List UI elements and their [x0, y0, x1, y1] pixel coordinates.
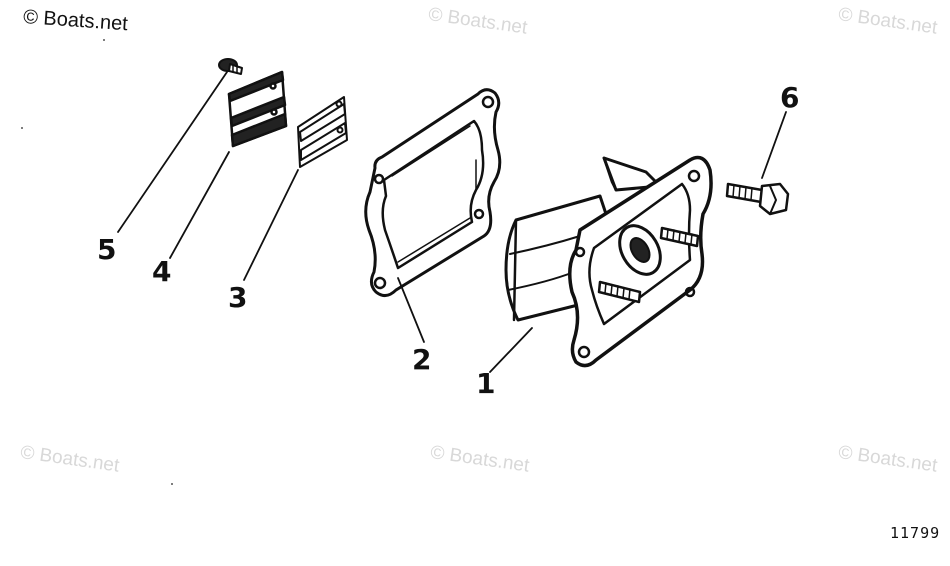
callout-3: 3	[228, 281, 248, 314]
callout-1: 1	[476, 367, 496, 400]
callout-5: 5	[97, 233, 117, 266]
drawing-number: 11799	[890, 524, 941, 542]
part-3-reed	[297, 96, 348, 168]
part-4-plate	[227, 70, 288, 148]
part-6-bolt	[725, 182, 790, 216]
callout-4: 4	[152, 255, 172, 288]
callout-2: 2	[412, 343, 432, 376]
leader-lines	[117, 71, 787, 373]
part-5-screw	[218, 58, 243, 75]
part-2-gasket	[364, 88, 502, 297]
callout-6: 6	[780, 81, 800, 114]
part-1-reed-block	[504, 155, 713, 368]
